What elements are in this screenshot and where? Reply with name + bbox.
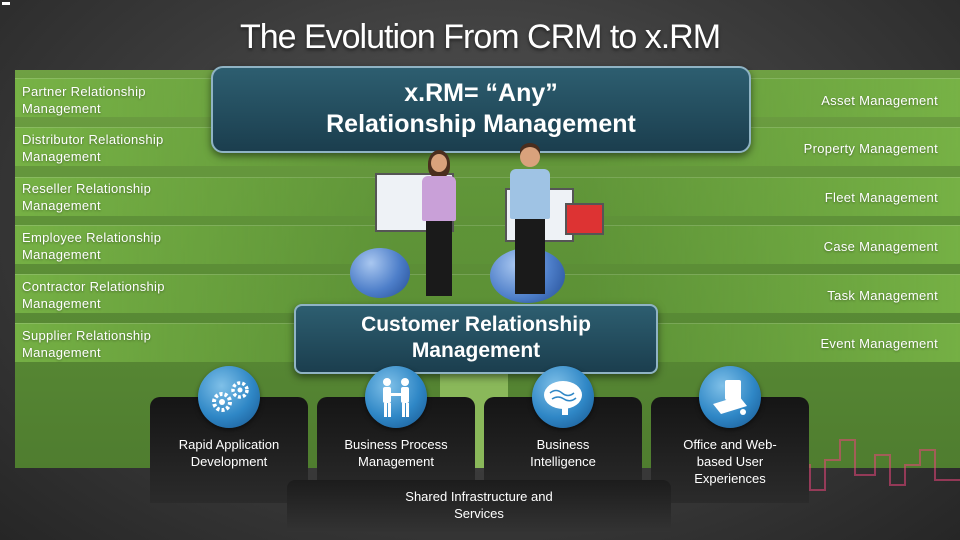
left-item-contractor: Contractor Relationship Management (22, 278, 202, 312)
card-label-rapid-application: Rapid Application Development (160, 436, 298, 470)
left-item-distributor: Distributor Relationship Management (22, 131, 202, 165)
right-item-asset: Asset Management (758, 92, 938, 109)
brain-icon (532, 366, 594, 428)
right-item-task: Task Management (758, 287, 938, 304)
blue-sphere-left (350, 248, 410, 298)
computer-icon (699, 366, 761, 428)
handshake-icon (365, 366, 427, 428)
card-label-office-web: Office and Web-based User Experiences (668, 436, 792, 487)
people-illustration (330, 148, 630, 308)
card-label-business-process: Business Process Management (327, 436, 465, 470)
xrm-heading-line2: Relationship Management (211, 109, 751, 140)
crm-heading-line1: Customer Relationship (294, 312, 658, 338)
right-item-case: Case Management (758, 238, 938, 255)
gears-icon (198, 366, 260, 428)
left-item-partner: Partner Relationship Management (22, 83, 202, 117)
right-item-event: Event Management (758, 335, 938, 352)
left-item-employee: Employee Relationship Management (22, 229, 202, 263)
left-item-reseller: Reseller Relationship Management (22, 180, 202, 214)
left-item-supplier: Supplier Relationship Management (22, 327, 202, 361)
right-item-fleet: Fleet Management (758, 189, 938, 206)
shared-infrastructure-text: Shared Infrastructure and Services (404, 488, 554, 522)
laptop (565, 203, 604, 235)
card-label-business-intelligence: Business Intelligence (509, 436, 617, 470)
xrm-heading: x.RM= “Any” Relationship Management (211, 78, 751, 140)
shared-infrastructure-label: Shared Infrastructure and Services (287, 488, 671, 522)
slide-title: The Evolution From CRM to x.RM (0, 18, 960, 57)
xrm-heading-line1: x.RM= “Any” (211, 78, 751, 109)
crm-heading-line2: Management (294, 338, 658, 364)
right-item-property: Property Management (758, 140, 938, 157)
crm-heading: Customer Relationship Management (294, 312, 658, 364)
corner-mark (2, 2, 10, 5)
